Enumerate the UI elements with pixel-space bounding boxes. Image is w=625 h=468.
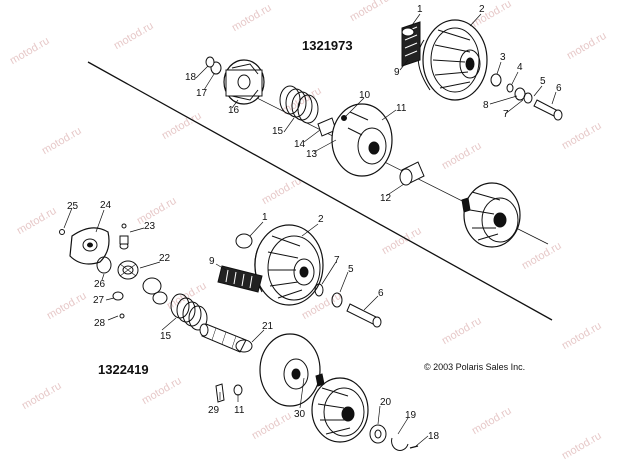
callout-upper-14: 14 [294,139,306,150]
callout-upper-8: 8 [483,100,489,111]
part-spider [223,59,265,105]
part-washer-8 [514,87,526,101]
part-washer-7-lower [314,283,324,297]
callout-upper-6: 6 [556,83,562,94]
callout-lower-1: 1 [262,212,268,223]
callout-upper-11: 11 [396,103,407,114]
callout-lower-25: 25 [67,201,79,212]
callout-upper-9: 9 [394,67,400,78]
part-bolt-6-upper [533,99,563,121]
callout-upper-10: 10 [359,90,371,101]
part-belt-lower [217,265,263,293]
callout-upper-4: 4 [517,62,523,73]
callout-upper-12: 12 [380,193,392,204]
callout-lower-11: 11 [234,405,245,416]
callout-upper-7: 7 [503,109,509,120]
callout-lower-18: 18 [428,431,440,442]
part-shaft [199,323,247,353]
callout-lower-28: 28 [94,318,106,329]
callout-lower-22: 22 [159,253,171,264]
part-snap-ring-19 [391,437,409,451]
part-spring-upper [279,85,319,124]
part-oring-26 [96,256,112,274]
part-washer-5-lower [331,292,343,308]
part-washer-3 [490,73,502,87]
callout-upper-15: 15 [272,126,284,137]
callout-lower-2: 2 [318,214,324,225]
callout-upper-13: 13 [306,149,318,160]
callout-lower-27: 27 [93,295,105,306]
part-washer-17 [210,61,222,75]
callout-lower-6: 6 [378,288,384,299]
callout-lower-29: 29 [208,405,220,416]
copyright-notice: © 2003 Polaris Sales Inc. [424,362,526,372]
part-sheave-upper [417,19,488,101]
callout-lower-20: 20 [380,397,392,408]
part-nut-18 [205,56,215,68]
callout-upper-18: 18 [185,72,197,83]
assembly-number-lower: 1322419 [98,362,149,377]
part-bolt-6-lower [346,303,382,328]
assembly-number-upper: 1321973 [302,38,353,53]
part-washer-1-upper [401,27,415,37]
part-clip [142,277,162,295]
part-fastener-23 [119,223,129,250]
callout-lower-7: 7 [334,255,340,266]
callout-upper-5: 5 [540,76,546,87]
part-washer-7 [523,92,533,104]
part-bearing-20 [369,424,387,444]
callout-lower-30: 30 [294,409,306,420]
section-divider-line [87,61,553,321]
part-moveable-sheave-upper [331,103,393,177]
part-sheave-lower [254,224,324,306]
callout-lower-24: 24 [100,200,112,211]
callout-lower-15: 15 [160,331,172,342]
callout-lower-5: 5 [348,264,354,275]
part-moveable-sheave-lower [311,373,369,443]
part-bearing-22 [117,260,139,280]
callout-lower-9: 9 [209,256,215,267]
callout-lower-21: 21 [262,321,274,332]
callout-upper-2: 2 [479,4,485,15]
callout-upper-16: 16 [228,105,240,116]
part-bearing-12 [399,161,425,186]
leader-lines-upper [195,13,557,197]
callout-lower-23: 23 [144,221,156,232]
part-oring-21 [235,339,253,353]
callout-upper-17: 17 [196,88,208,99]
callout-upper-3: 3 [500,52,506,63]
part-pin-25 [59,229,65,235]
callout-lower-19: 19 [405,410,417,421]
part-housing-24 [69,227,110,265]
part-pin-28 [119,313,125,319]
part-fixed-sheave-upper [461,182,521,248]
part-washer-1-lower [235,233,253,249]
part-spring-lower [170,293,208,331]
leader-lines-lower [63,207,429,447]
part-fixed-sheave-lower [259,333,321,407]
callout-upper-1: 1 [417,4,423,15]
part-weight-10 [341,115,347,121]
callout-lower-26: 26 [94,279,106,290]
part-washer-4 [506,83,514,93]
part-nut-27 [112,291,124,301]
part-clip-18-lower [409,445,419,449]
part-nut-11-lower [233,384,243,396]
part-ring [152,291,168,305]
